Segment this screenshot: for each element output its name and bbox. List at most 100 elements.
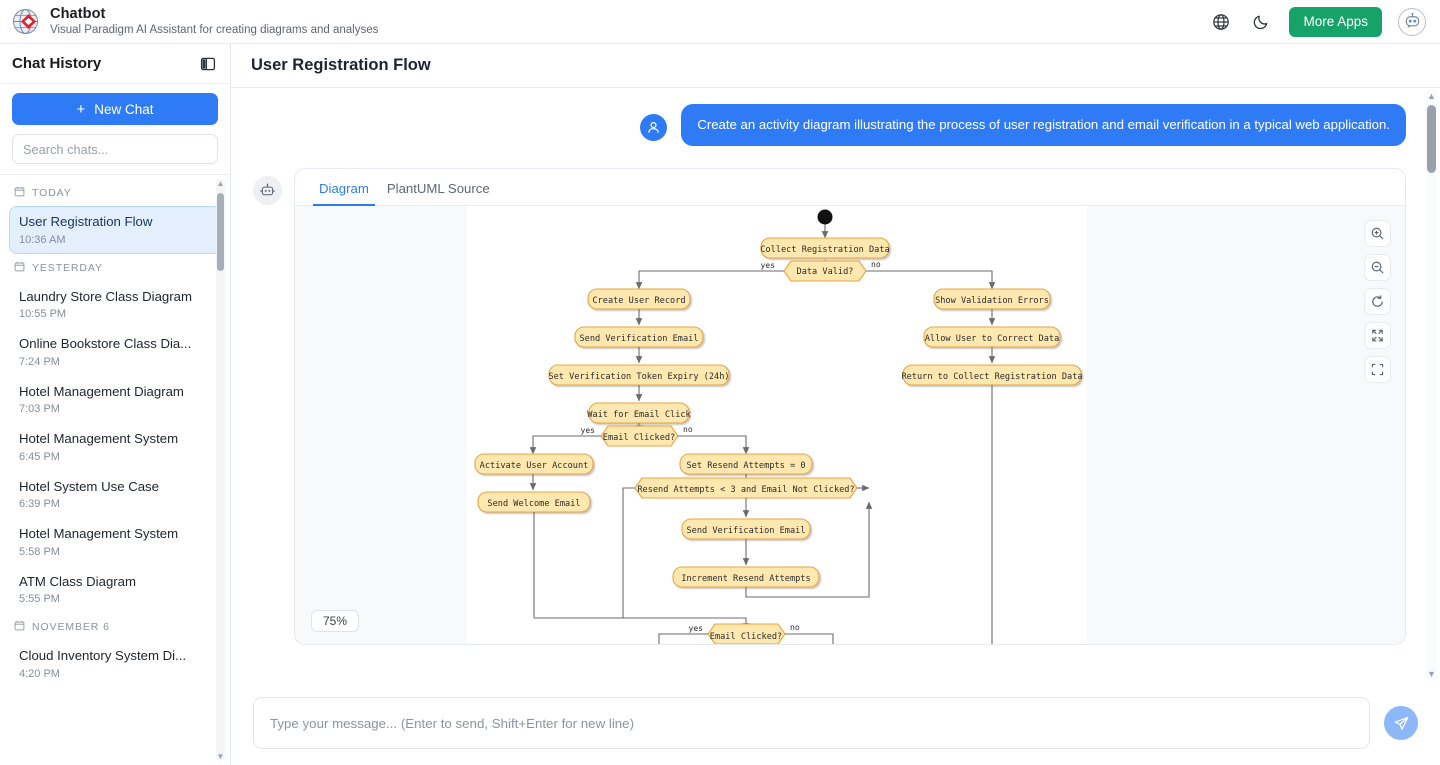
chat-history-item[interactable]: Hotel Management System 6:45 PM — [9, 423, 221, 471]
node-resend-loop-decision: Resend Attempts < 3 and Email Not Clicke… — [634, 477, 858, 499]
conversation-inner: Create an activity diagram illustrating … — [231, 88, 1440, 655]
chat-item-title: Hotel Management System — [19, 526, 179, 541]
chat-history-item[interactable]: Online Bookstore Class Dia... 7:24 PM — [9, 328, 221, 376]
svg-text:yes: yes — [689, 624, 704, 633]
svg-text:no: no — [871, 260, 881, 269]
fit-to-screen-icon[interactable] — [1364, 321, 1391, 349]
node-set-verification-token-expiry: Set Verification Token Expiry (24h) — [548, 364, 730, 386]
diagram-canvas[interactable]: Collect Registration Data Data Valid? ye… — [295, 205, 1405, 644]
globe-icon[interactable] — [1209, 10, 1233, 34]
page-title: User Registration Flow — [251, 56, 431, 74]
chat-item-time: 7:24 PM — [19, 355, 60, 368]
chat-item-title: Online Bookstore Class Dia... — [19, 336, 192, 351]
chat-history-list: TODAY User Registration Flow 10:36 AM YESTE… — [0, 175, 230, 765]
chat-group-label: NOVEMBER 6 — [32, 621, 110, 633]
moon-icon[interactable] — [1249, 10, 1273, 34]
svg-text:Wait for Email Click: Wait for Email Click — [587, 410, 691, 420]
chatbot-avatar-icon[interactable] — [1398, 7, 1426, 36]
main-panel: User Registration Flow Create an activit… — [231, 44, 1440, 765]
zoom-toolbar — [1364, 219, 1391, 383]
chat-item-title: Cloud Inventory System Di... — [19, 648, 187, 663]
chat-group-header: NOVEMBER 6 — [0, 613, 230, 640]
svg-text:Activate User Account: Activate User Account — [480, 461, 589, 471]
chat-group-label: YESTERDAY — [32, 261, 103, 274]
top-bar-actions: More Apps — [1209, 6, 1426, 37]
node-wait-for-email-click: Wait for Email Click — [587, 402, 692, 424]
sidebar-scrollbar-thumb[interactable] — [217, 193, 224, 271]
chat-item-time: 6:45 PM — [19, 450, 60, 463]
node-send-verification-email-2: Send Verification Email — [681, 518, 811, 540]
app-title: Chatbot — [50, 5, 106, 22]
sidebar-scrollbar-track[interactable] — [216, 179, 225, 761]
sidebar-actions: + New Chat — [0, 84, 230, 175]
search-input[interactable] — [12, 134, 218, 164]
zoom-out-icon[interactable] — [1364, 253, 1391, 281]
chat-item-title: User Registration Flow — [19, 214, 153, 229]
chat-history-item[interactable]: User Registration Flow 10:36 AM — [9, 206, 221, 254]
tab-bar: Diagram PlantUML Source — [295, 169, 1405, 206]
chat-item-time: 6:39 PM — [19, 498, 60, 510]
chat-item-time: 10:36 AM — [19, 233, 66, 246]
chat-group-header: TODAY — [0, 179, 230, 206]
node-allow-user-to-correct-data: Allow User to Correct Data — [923, 326, 1061, 348]
scroll-up-arrow-icon[interactable]: ▲ — [216, 179, 225, 188]
chat-item-title: Hotel System Use Case — [19, 478, 159, 494]
start-node — [817, 209, 833, 225]
chat-item-title: Hotel Management Diagram — [19, 383, 184, 399]
conversation-scrollbar-track[interactable] — [1426, 90, 1437, 679]
node-create-user-record: Create User Record — [587, 288, 691, 310]
user-message-text: Create an activity diagram illustrating … — [681, 104, 1406, 146]
svg-text:Show Validation Errors: Show Validation Errors — [935, 296, 1049, 306]
reset-view-icon[interactable] — [1364, 287, 1391, 315]
user-message: Create an activity diagram illustrating … — [253, 104, 1406, 146]
scroll-down-arrow-icon[interactable]: ▼ — [1427, 668, 1436, 679]
sidebar-scrollbar[interactable]: ▲ ▼ — [216, 179, 225, 761]
chat-item-title: Hotel Management System — [19, 431, 179, 446]
svg-text:Send Verification Email: Send Verification Email — [687, 526, 806, 536]
chat-history-item[interactable]: Hotel Management System 5:58 PM — [9, 518, 221, 566]
zoom-level-badge: 75% — [311, 609, 360, 632]
svg-text:Set Verification Token Expiry: Set Verification Token Expiry (24h) — [548, 372, 729, 382]
fullscreen-icon[interactable] — [1364, 355, 1391, 383]
chat-item-time: 5:55 PM — [19, 593, 60, 605]
chat-item-time: 10:55 PM — [19, 308, 67, 320]
svg-text:no: no — [683, 425, 693, 434]
tab-diagram[interactable]: Diagram — [313, 175, 375, 206]
svg-text:yes: yes — [581, 426, 596, 435]
tab-plantuml-source[interactable]: PlantUML Source — [386, 180, 490, 196]
conversation-scrollbar-thumb[interactable] — [1427, 105, 1436, 173]
conversation-scrollbar[interactable]: ▲ ▼ — [1426, 90, 1437, 679]
diagram-page: Collect Registration Data Data Valid? ye… — [467, 205, 1087, 644]
svg-text:Email Clicked?: Email Clicked? — [603, 433, 675, 443]
sidebar-title: Chat History — [12, 55, 102, 72]
message-input[interactable] — [253, 697, 1370, 749]
node-show-validation-errors: Show Validation Errors — [933, 288, 1051, 310]
zoom-in-icon[interactable] — [1364, 219, 1391, 247]
chat-history-item[interactable]: Hotel System Use Case 6:39 PM — [9, 471, 221, 519]
svg-text:Allow User to Correct Data: Allow User to Correct Data — [925, 334, 1060, 344]
app-subtitle: Visual Paradigm AI Assistant for creatin… — [50, 24, 379, 37]
new-chat-button[interactable]: + New Chat — [12, 93, 218, 125]
node-collect-registration-data: Collect Registration Data — [760, 237, 890, 259]
plus-icon: + — [76, 100, 86, 118]
send-button[interactable] — [1384, 706, 1418, 740]
scroll-up-arrow-icon[interactable]: ▲ — [1427, 90, 1436, 101]
chat-history-item[interactable]: Cloud Inventory System Di...4:20 PM — [9, 640, 221, 688]
chat-item-time: 5:58 PM — [19, 545, 60, 558]
more-apps-button[interactable]: More Apps — [1289, 6, 1382, 37]
svg-text:Send Welcome Email: Send Welcome Email — [487, 499, 580, 509]
svg-text:Set Resend Attempts = 0: Set Resend Attempts = 0 — [687, 461, 806, 471]
scroll-down-arrow-icon[interactable]: ▼ — [216, 752, 225, 761]
brand: Chatbot Visual Paradigm AI Assistant for… — [12, 6, 378, 38]
node-increment-resend-attempts: Increment Resend Attempts — [672, 566, 820, 588]
chat-group-header: YESTERDAY — [0, 254, 230, 281]
node-send-welcome-email: Send Welcome Email — [477, 491, 591, 513]
svg-text:Return to Collect Registration: Return to Collect Registration Data — [901, 372, 1082, 382]
assistant-message: Diagram PlantUML Source — [253, 167, 1406, 645]
panel-collapse-icon[interactable] — [198, 54, 218, 74]
